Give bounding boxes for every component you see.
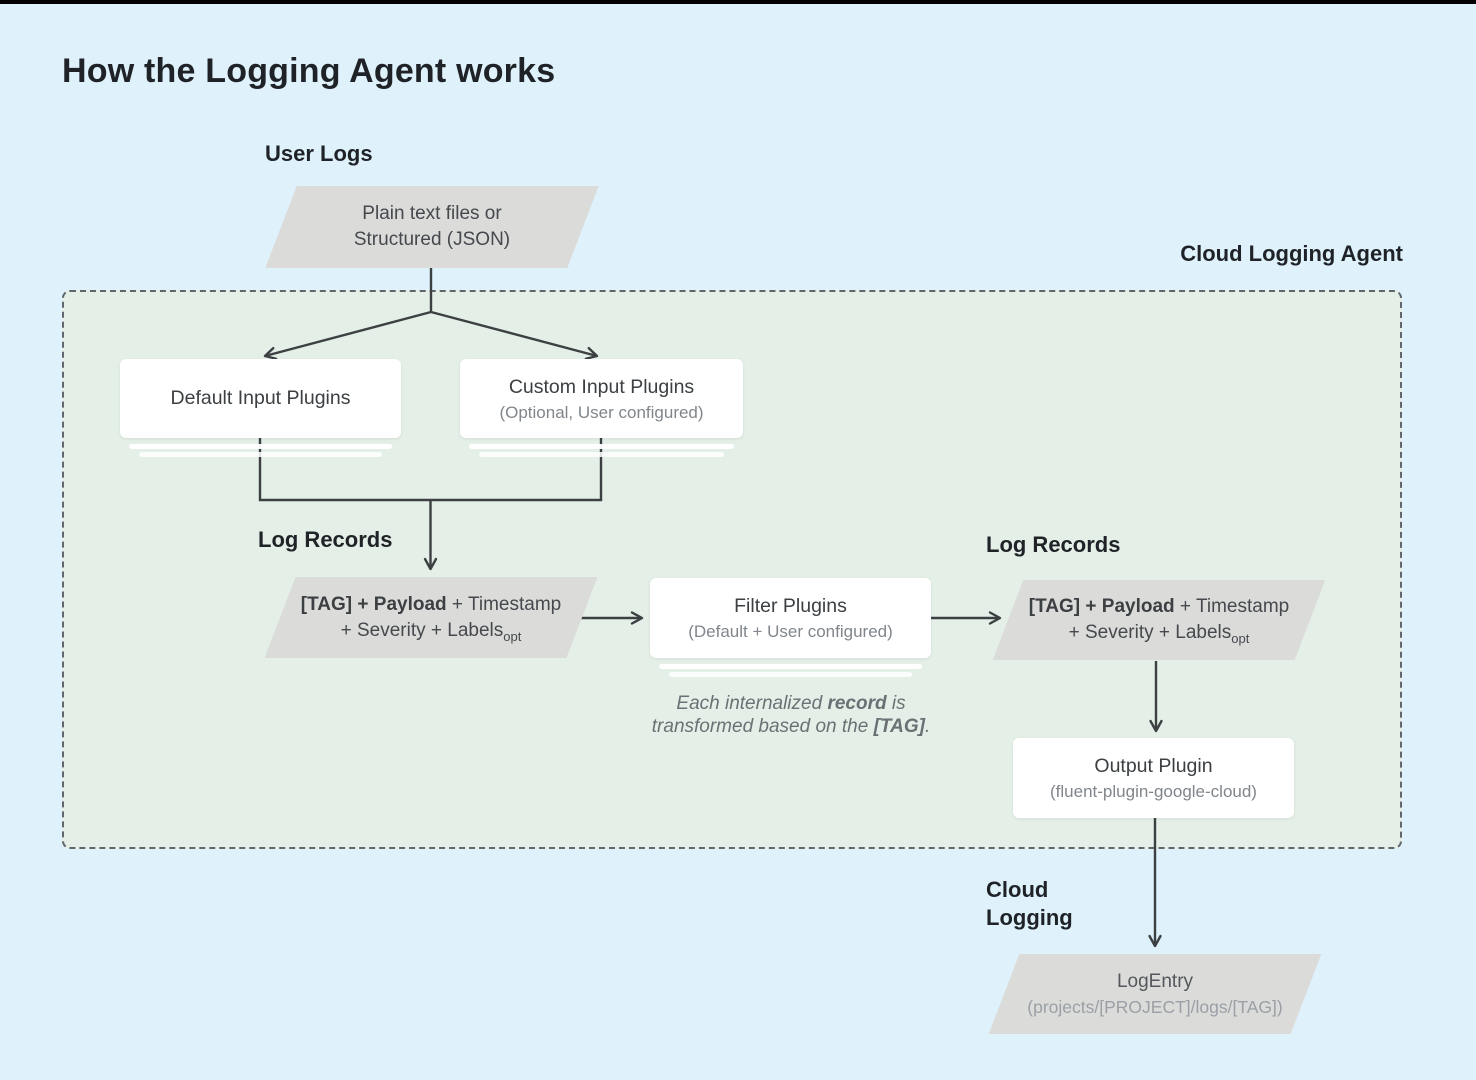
record-transform-note: Each internalized record is transformed … (651, 693, 931, 737)
node-title: Filter Plugins (734, 595, 847, 617)
node-subtitle: (fluent-plugin-google-cloud) (1050, 782, 1257, 801)
node-title: Output Plugin (1094, 755, 1213, 777)
record-line1: [TAG] + Payload + Timestamp (1028, 596, 1290, 617)
cloud-logging-agent-label: Cloud Logging Agent (1180, 241, 1403, 266)
log-record-parallelogram-left: [TAG] + Payload + Timestamp + Severity +… (264, 577, 598, 658)
record-line2: + Severity + Labelsopt (340, 619, 522, 644)
plain-text-input-parallelogram: Plain text files or Structured (JSON) (265, 186, 599, 268)
node-title: Custom Input Plugins (508, 375, 695, 398)
log-record-parallelogram-right: [TAG] + Payload + Timestamp + Severity +… (992, 580, 1326, 660)
logentry-parallelogram: LogEntry (projects/[PROJECT]/logs/[TAG]) (988, 954, 1322, 1034)
logentry-subtitle: (projects/[PROJECT]/logs/[TAG]) (1027, 997, 1283, 1017)
paper-stack-bar (479, 452, 724, 457)
node-subtitle: (Default + User configured) (688, 622, 893, 641)
custom-input-plugins-node: Custom Input Plugins (Optional, User con… (460, 359, 743, 438)
filter-plugins-node: Filter Plugins (Default + User configure… (650, 578, 931, 658)
paper-stack-bar (669, 672, 912, 677)
log-records-label-left: Log Records (258, 527, 393, 552)
cloud-logging-label: Cloud Logging (986, 877, 1073, 930)
node-subtitle: (Optional, User configured) (499, 402, 704, 422)
node-title: Default Input Plugins (170, 387, 351, 409)
logentry-title: LogEntry (1116, 971, 1194, 992)
screen-top-bezel (0, 0, 1476, 4)
paper-stack-bar (659, 664, 922, 669)
page-title: How the Logging Agent works (62, 52, 556, 90)
paper-stack-bar (139, 452, 382, 457)
record-line1: [TAG] + Payload + Timestamp (300, 593, 562, 615)
record-line2: + Severity + Labelsopt (1068, 622, 1250, 646)
paper-stack-bar (469, 444, 734, 449)
paper-stack-bar (129, 444, 392, 449)
input-para-line1: Plain text files or (362, 203, 502, 224)
input-para-line2: Structured (JSON) (353, 229, 511, 250)
user-logs-label: User Logs (265, 141, 373, 166)
log-records-label-right: Log Records (986, 532, 1121, 557)
output-plugin-node: Output Plugin (fluent-plugin-google-clou… (1013, 738, 1294, 818)
default-input-plugins-node: Default Input Plugins (120, 359, 401, 438)
